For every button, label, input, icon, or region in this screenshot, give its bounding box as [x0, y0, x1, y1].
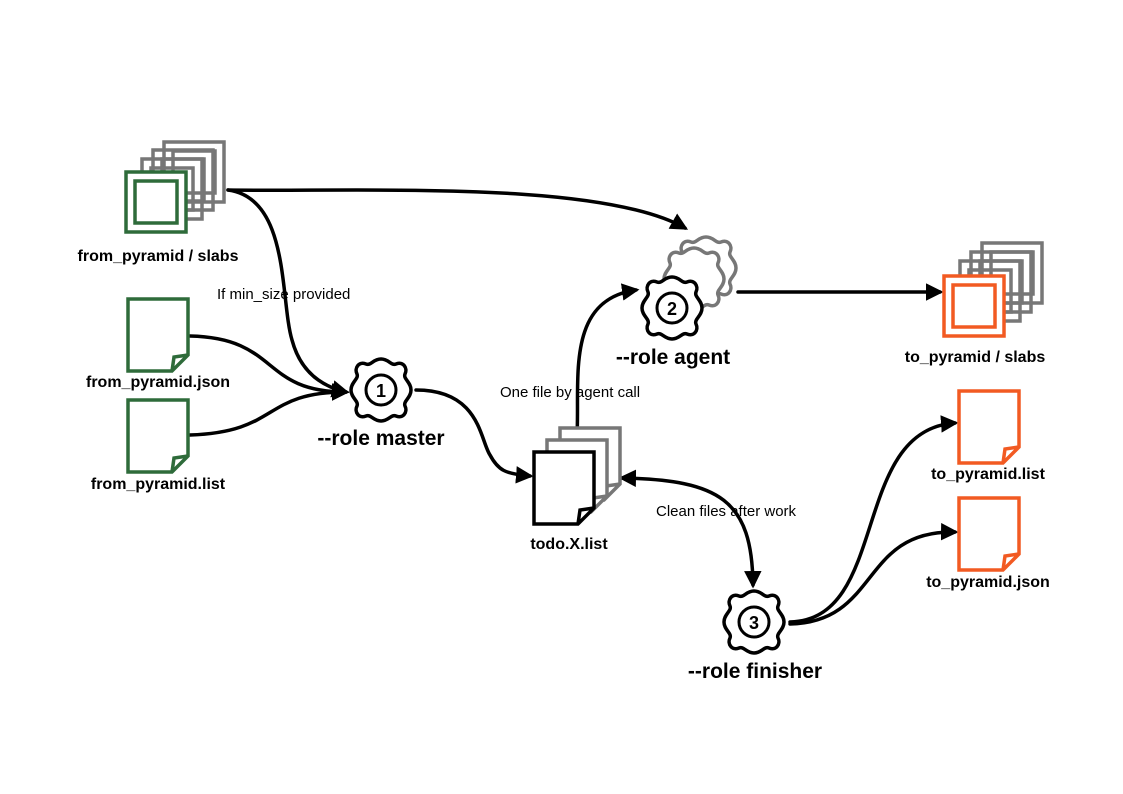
- finisher-number: 3: [749, 613, 759, 633]
- edge-todo-to-agent: [575, 283, 640, 438]
- todo-label: todo.X.list: [530, 536, 608, 553]
- to-slabs-label: to_pyramid / slabs: [905, 349, 1046, 366]
- document-icon: [957, 496, 1021, 572]
- todo-node: todo.X.list: [530, 426, 622, 553]
- edge-master-to-todo: [414, 388, 534, 484]
- document-icon: [126, 398, 190, 474]
- agent-number: 2: [667, 299, 677, 319]
- to-json-label: to_pyramid.json: [926, 574, 1050, 591]
- edge-json-to-master: [188, 334, 350, 401]
- edge-finisher-to-json: [788, 522, 959, 626]
- finisher-node: 3 --role finisher: [688, 589, 822, 683]
- master-label: --role master: [317, 427, 444, 450]
- edge-list-to-master: [188, 383, 350, 437]
- document-icon: [532, 450, 596, 526]
- edge-todo-finisher: [618, 469, 762, 589]
- layered-squares-icon: [124, 140, 226, 234]
- from-slabs-label: from_pyramid / slabs: [78, 248, 239, 265]
- to-list-label: to_pyramid.list: [931, 466, 1045, 483]
- document-icon: [957, 389, 1021, 465]
- layered-squares-icon: [942, 241, 1044, 338]
- edge-slabs-to-master: [226, 188, 350, 398]
- master-number: 1: [376, 381, 386, 401]
- finisher-label: --role finisher: [688, 660, 822, 683]
- from-json-label: from_pyramid.json: [86, 374, 230, 391]
- edge-label-one-file: One file by agent call: [500, 384, 640, 401]
- edges: [188, 188, 959, 626]
- edge-slabs-to-agent: [226, 188, 689, 230]
- edge-label-clean: Clean files after work: [656, 503, 797, 520]
- from-list-label: from_pyramid.list: [91, 476, 226, 493]
- agent-node: 2 --role agent: [616, 235, 738, 369]
- master-node: 1 --role master: [317, 357, 445, 450]
- agent-label: --role agent: [616, 346, 730, 369]
- document-icon: [126, 297, 190, 373]
- edge-label-min-size: If min_size provided: [217, 286, 350, 303]
- edge-finisher-to-list: [788, 415, 959, 624]
